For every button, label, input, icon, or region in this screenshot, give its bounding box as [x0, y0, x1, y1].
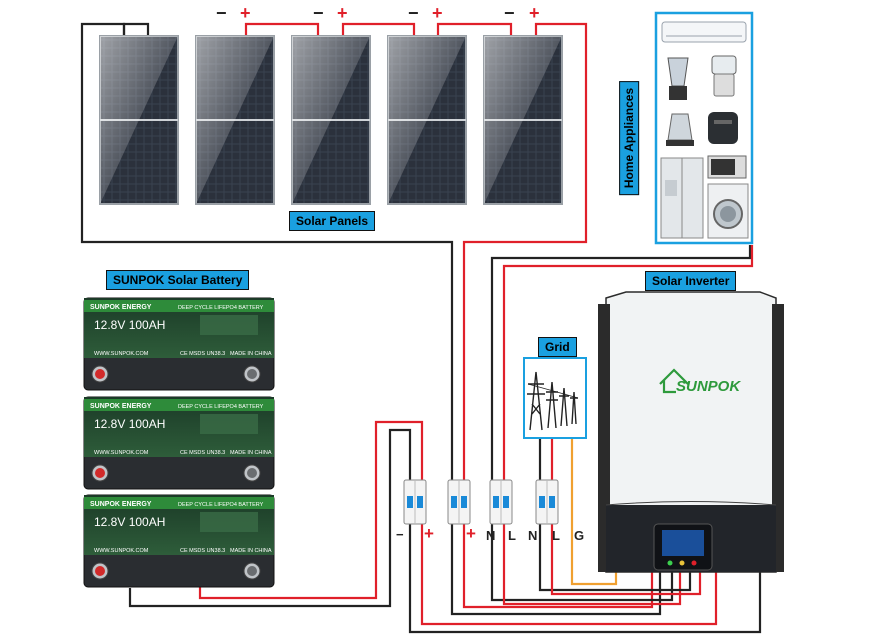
battery-positive-wire: [198, 420, 718, 626]
breaker-switch: [493, 496, 499, 508]
battery-brand: SUNPOK ENERGY: [90, 501, 152, 508]
circuit-breaker: [489, 479, 513, 525]
solar-panels: [99, 35, 563, 205]
battery-certs: CE MSDS UN38.3: [180, 548, 225, 554]
food-processor-icon: [711, 55, 737, 97]
battery-website: WWW.SUNPOK.COM: [94, 351, 149, 357]
battery-negative-wire: [128, 428, 762, 634]
sunpok-logo-icon: [659, 368, 689, 394]
panel-minus-sign: −: [313, 3, 324, 23]
battery-website: WWW.SUNPOK.COM: [94, 548, 149, 554]
grid-tower-box: [523, 357, 587, 439]
panel-minus-sign: −: [216, 3, 227, 23]
terminal-label: N: [528, 528, 538, 543]
circuit-breaker: [535, 479, 559, 525]
terminal-label: L: [508, 528, 516, 543]
terminal-label: L: [552, 528, 560, 543]
panel-plus-sign: +: [432, 3, 443, 23]
battery-certs: CE MSDS UN38.3: [180, 351, 225, 357]
home-appliances-label: Home Appliances: [619, 80, 640, 196]
grid-ground-wire: [570, 438, 618, 586]
panel-series-link: [122, 22, 150, 36]
breaker-switch: [549, 496, 555, 508]
battery-label: SUNPOK Solar Battery: [106, 270, 250, 290]
panel-series-link: [341, 22, 416, 36]
air-fryer-icon: [708, 112, 738, 144]
kettle-icon: [666, 113, 694, 146]
solar-panel: [291, 35, 371, 205]
battery-bank: SUNPOK ENERGY DEEP CYCLE LIFEPO4 BATTERY 1…: [83, 297, 275, 588]
microwave-icon: [707, 155, 747, 179]
battery-certs: CE MSDS UN38.3: [180, 450, 225, 456]
breaker-switch: [503, 496, 509, 508]
solar-panel: [195, 35, 275, 205]
panel-plus-sign: +: [337, 3, 348, 23]
panel-plus-sign: +: [529, 3, 540, 23]
breaker-switch: [417, 496, 423, 508]
battery-type: DEEP CYCLE LIFEPO4 BATTERY: [178, 404, 264, 410]
air-conditioner-icon: [661, 21, 747, 43]
solar-panel: [99, 35, 179, 205]
grid-label: Grid: [538, 337, 577, 357]
solar-panel: [387, 35, 467, 205]
breaker-switch: [461, 496, 467, 508]
battery-website: WWW.SUNPOK.COM: [94, 450, 149, 456]
home-appliances-box: [654, 11, 754, 245]
battery-rating: 12.8V 100AH: [94, 318, 165, 332]
battery-brand: SUNPOK ENERGY: [90, 403, 152, 410]
battery-unit: SUNPOK ENERGY DEEP CYCLE LIFEPO4 BATTERY 1…: [83, 494, 275, 588]
battery-type: DEEP CYCLE LIFEPO4 BATTERY: [178, 305, 264, 311]
terminal-label: +: [424, 524, 434, 543]
refrigerator-icon: [660, 157, 704, 239]
pv-negative-wire: [80, 22, 662, 616]
battery-type: DEEP CYCLE LIFEPO4 BATTERY: [178, 502, 264, 508]
battery-rating: 12.8V 100AH: [94, 515, 165, 529]
panel-minus-sign: −: [504, 3, 515, 23]
breaker-switch: [539, 496, 545, 508]
solar-inverter: SUNPOK: [598, 291, 784, 573]
terminal-label: G: [574, 528, 585, 543]
circuit-breaker: [447, 479, 471, 525]
battery-unit: SUNPOK ENERGY DEEP CYCLE LIFEPO4 BATTERY 1…: [83, 396, 275, 490]
solar-panels-label: Solar Panels: [289, 211, 376, 231]
panel-wiring: [80, 22, 762, 634]
battery-made-in: MADE IN CHINA: [230, 450, 272, 456]
pv-positive-wire: [462, 22, 654, 609]
inverter-display-panel: [653, 523, 713, 571]
panel-series-link: [436, 22, 513, 36]
panel-plus-sign: +: [240, 3, 251, 23]
terminal-label: +: [466, 524, 476, 543]
battery-rating: 12.8V 100AH: [94, 417, 165, 431]
circuit-breaker: [403, 479, 427, 525]
inverter-label: Solar Inverter: [645, 271, 737, 291]
panel-minus-sign: −: [408, 3, 419, 23]
breaker-row: [403, 479, 559, 525]
terminal-label: −: [396, 527, 404, 542]
power-tower-icon: [527, 371, 579, 431]
terminal-label: N: [486, 528, 496, 543]
washing-machine-icon: [707, 183, 749, 239]
panel-series-link: [244, 22, 320, 36]
solar-panel: [483, 35, 563, 205]
load-l-wire: [502, 245, 754, 606]
battery-made-in: MADE IN CHINA: [230, 351, 272, 357]
battery-made-in: MADE IN CHINA: [230, 548, 272, 554]
battery-unit: SUNPOK ENERGY DEEP CYCLE LIFEPO4 BATTERY 1…: [83, 297, 275, 391]
breaker-switch: [407, 496, 413, 508]
blender-icon: [667, 57, 689, 100]
breaker-switch: [451, 496, 457, 508]
inverter-logo-text: SUNPOK: [676, 378, 741, 395]
battery-brand: SUNPOK ENERGY: [90, 304, 152, 311]
